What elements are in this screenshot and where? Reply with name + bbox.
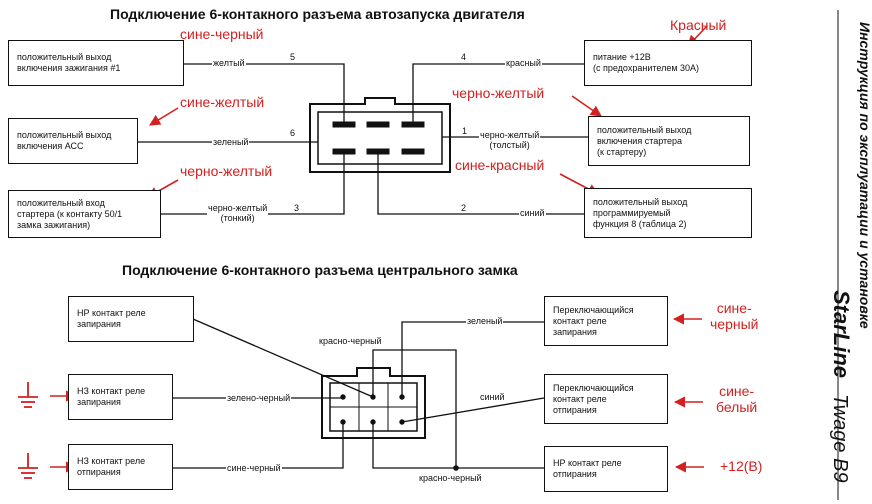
note-ign1-color: сине-черный <box>180 26 264 42</box>
nr-lock-relay-box: НР контакт реле запирания <box>68 296 194 342</box>
acc-output-box: положительный выход включения АСС <box>8 118 138 164</box>
ground-icon <box>18 382 38 408</box>
note-switch-lock-color: сине- черный <box>710 300 759 332</box>
switch-lock-relay-box: Переключающийся контакт реле запирания <box>544 296 668 346</box>
brand-logo-text: StarLine <box>829 290 854 378</box>
wire-label-blue: синий <box>519 208 546 218</box>
manual-title: Инструкция по эксплуатации и установке <box>857 22 872 329</box>
note-acc-color: сине-желтый <box>180 94 265 110</box>
programmable-output-box: положительный выход программируемый функ… <box>584 188 752 238</box>
wire-label-lock-green: зеленый <box>466 316 504 326</box>
nz-unlock-relay-box: НЗ контакт реле отпирания <box>68 444 173 490</box>
note-nr-unlock-voltage: +12(В) <box>720 458 763 474</box>
power-box: питание +12В (с предохранителем 30А) <box>584 40 752 86</box>
wire-label-red: красный <box>505 58 542 68</box>
nr-unlock-relay-box: НР контакт реле отпирания <box>544 446 668 492</box>
pin-number-5: 5 <box>290 52 296 62</box>
note-power-color: Красный <box>670 17 727 33</box>
nz-lock-relay-box: НЗ контакт реле запирания <box>68 374 173 420</box>
lock-diagram-title: Подключение 6-контакного разъема централ… <box>122 262 518 278</box>
wire-label-lock-blue: синий <box>479 392 506 402</box>
model-name: Twage B9 <box>829 394 851 483</box>
note-switch-unlock-color: сине- белый <box>716 383 758 415</box>
wire-label-green-black: зелено-черный <box>226 393 292 403</box>
ign1-output-box: положительный выход включения зажигания … <box>8 40 184 86</box>
side-strip: Инструкция по эксплуатации и установке S… <box>829 12 872 492</box>
starter-input-box: положительный вход стартера (к контакту … <box>8 190 161 238</box>
wire-label-blue-black: сине-черный <box>226 463 282 473</box>
note-prog-color: сине-красный <box>455 157 545 173</box>
starter-output-box: положительный выход включения стартера (… <box>588 116 750 166</box>
pin-number-2: 2 <box>461 203 467 213</box>
wire-label-black-yellow-thick: черно-желтый (толстый) <box>479 130 541 150</box>
pin-number-6: 6 <box>290 128 296 138</box>
wire-label-green: зеленый <box>212 137 250 147</box>
pin-number-1: 1 <box>462 126 468 136</box>
junction-dot <box>453 465 459 471</box>
note-starter-in-color: черно-желтый <box>180 163 273 179</box>
wire-label-red-black-bottom: красно-черный <box>418 473 483 483</box>
wire-label-red-black-top: красно-черный <box>318 336 383 346</box>
engine-diagram-title: Подключение 6-контакного разъема автозап… <box>110 6 525 22</box>
engine-connector <box>309 97 451 173</box>
pin-number-3: 3 <box>294 203 300 213</box>
wire-label-black-yellow-thin: черно-желтый (тонкий) <box>207 203 269 223</box>
switch-unlock-relay-box: Переключающийся контакт реле отпирания <box>544 374 668 424</box>
pin-number-4: 4 <box>461 52 467 62</box>
note-starter-out-color: черно-желтый <box>452 85 545 101</box>
ground-icon <box>18 453 38 479</box>
wire-label-yellow: желтый <box>212 58 246 68</box>
